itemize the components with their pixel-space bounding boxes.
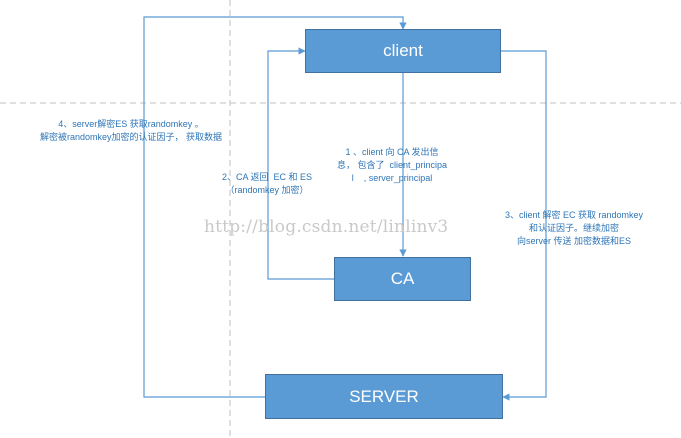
edge-label-step1: 1 、client 向 CA 发出信 息， 包含了 client_princip… [337, 147, 448, 183]
edge-label-step4: 4、server解密ES 获取randomkey 。 解密被randomkey加… [40, 119, 223, 142]
node-server-label: SERVER [349, 386, 419, 406]
watermark-text: http://blog.csdn.net/linlinv3 [204, 217, 449, 237]
edge-label-step3: 3、client 解密 EC 获取 randomkey 和认证因子。继续加密 向… [505, 210, 644, 246]
arrow-ca-to-client [267, 47, 334, 280]
arrow-client-to-server [501, 50, 547, 401]
node-client: client [305, 29, 501, 73]
node-server: SERVER [265, 374, 503, 419]
edge-label-step2: 2、CA 返回 EC 和 ES （randomkey 加密） [222, 172, 313, 195]
node-ca-label: CA [390, 269, 415, 288]
node-ca: CA [334, 257, 471, 301]
arrow-server-to-client [143, 16, 407, 398]
node-client-label: client [383, 41, 423, 60]
